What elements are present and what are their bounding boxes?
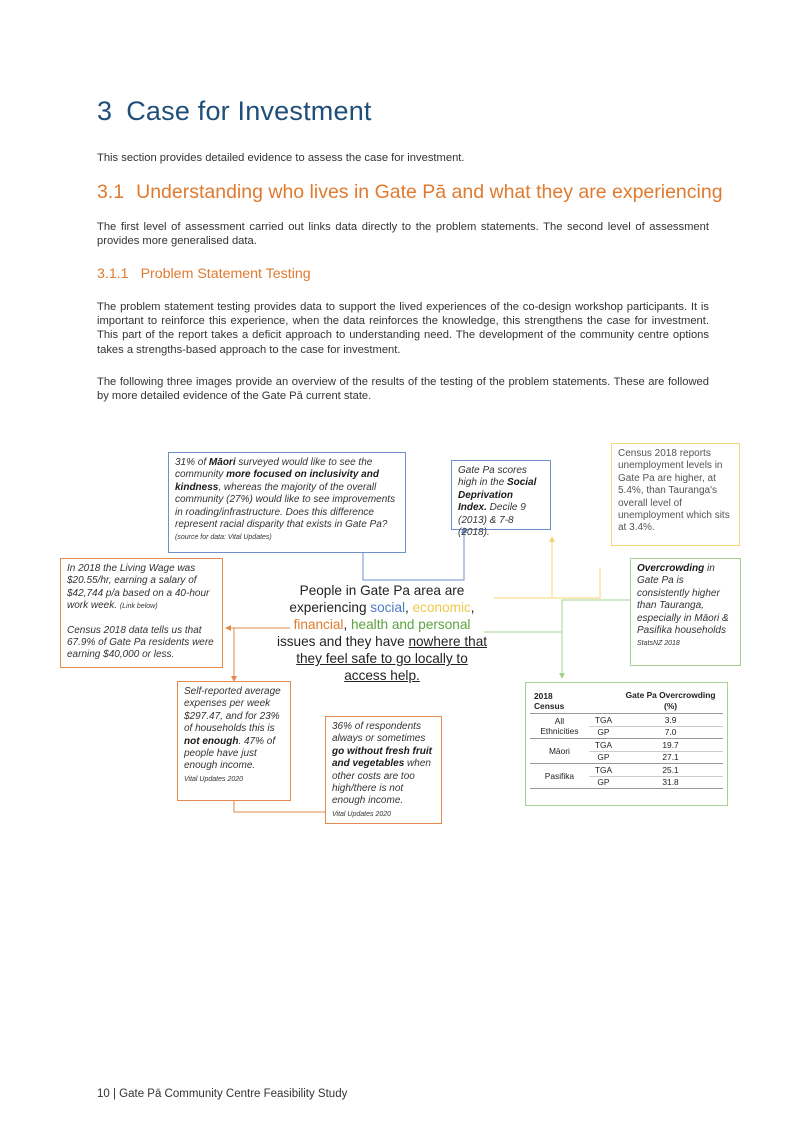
heading-title: Case for Investment <box>126 96 372 126</box>
table-row: All Ethnicities TGA 3.9 <box>530 713 723 736</box>
subsection-heading: 3.1.1 Problem Statement Testing <box>97 266 311 282</box>
box-text: , whereas the majority of the overall co… <box>175 481 396 531</box>
box-emphasis: Social Deprivation Index. <box>458 477 537 514</box>
page-heading: 3 Case for Investment <box>97 96 372 127</box>
table-header: 2018 Census <box>534 691 565 711</box>
maori-inclusivity-box: 31% of Māori surveyed would like to see … <box>168 452 406 553</box>
statement-underlined: nowhere that <box>408 634 488 649</box>
table-cell-value: 7.0 <box>664 727 677 738</box>
statement-text: issues and they have <box>276 634 409 649</box>
statement-economic: economic <box>412 600 471 615</box>
table-cell-group: Māori <box>548 746 570 756</box>
statement-line: experiencing social, economic, <box>262 599 502 616</box>
census-table-box: 2018 Census Gate Pa Overcrowding (%) All… <box>525 682 728 806</box>
statement-text: , <box>405 600 413 615</box>
statement-social: social <box>370 600 406 615</box>
statement-underlined: they feel safe to go locally to <box>296 651 468 666</box>
box-text: 36% of respondents always or sometimes <box>332 721 426 745</box>
table-cell-area: TGA <box>594 764 613 775</box>
table-cell-value: 19.7 <box>662 739 679 750</box>
box-link-note: (Link below) <box>119 603 158 611</box>
table-cell-value: 31.8 <box>662 777 679 788</box>
box-source: (source for data: Vital Updates) <box>175 534 272 542</box>
section-title: Understanding who lives in Gate Pā and w… <box>136 181 723 203</box>
statement-line: issues and they have nowhere that <box>262 633 502 650</box>
subsection-number: 3.1.1 <box>97 266 129 282</box>
table-cell-area: GP <box>597 727 610 738</box>
table-cell-group: Pasifika <box>544 771 575 781</box>
testing-paragraph: The problem statement testing provides d… <box>97 301 709 356</box>
box-emphasis: Māori <box>208 457 236 468</box>
statement-line: People in Gate Pa area are <box>299 583 465 598</box>
heading-number: 3 <box>97 96 113 126</box>
table-cell-area: GP <box>597 777 610 788</box>
box-text: In 2018 the Living Wage was $20.55/hr, e… <box>67 563 210 612</box>
statement-text: experiencing <box>289 600 371 615</box>
box-text: Census 2018 data tells us that 67.9% of … <box>67 624 214 661</box>
statement-text: , <box>470 600 475 615</box>
box-source: Vital Updates 2020 <box>184 775 244 783</box>
box-text: Gate Pa scores high in the <box>458 465 527 489</box>
box-emphasis: Overcrowding <box>637 563 705 574</box>
census-table: 2018 Census Gate Pa Overcrowding (%) All… <box>530 689 723 789</box>
box-text: in Gate Pa is consistently higher than T… <box>637 563 729 637</box>
table-cell-value: 3.9 <box>664 714 677 725</box>
levels-paragraph: The first level of assessment carried ou… <box>97 221 709 248</box>
box-text: Self-reported average expenses per week … <box>184 686 281 735</box>
table-row: GP 27.1 <box>530 751 723 764</box>
section-number: 3.1 <box>97 181 125 203</box>
table-cell-group: All Ethnicities <box>540 716 579 736</box>
table-row: GP 31.8 <box>530 776 723 789</box>
box-emphasis: not enough <box>184 735 239 747</box>
box-text: . 47% of people have just enough income. <box>184 735 276 772</box>
box-text: when other costs are too high/there is n… <box>332 758 431 807</box>
table-row: Māori TGA 19.7 <box>530 738 723 756</box>
table-cell-area: TGA <box>594 739 613 750</box>
intro-paragraph: This section provides detailed evidence … <box>97 152 465 164</box>
page-footer: 10 | Gate Pā Community Centre Feasibilit… <box>97 1088 348 1100</box>
subsection-title: Problem Statement Testing <box>140 266 311 282</box>
table-row: Pasifika TGA 25.1 <box>530 763 723 781</box>
box-text: surveyed would like to see the community <box>175 457 373 481</box>
statement-line: financial, health and personal <box>262 616 502 633</box>
box-emphasis: more focused on inclusivity and kindness <box>175 469 379 493</box>
box-emphasis: go without fresh fruit and vegetables <box>332 745 432 770</box>
box-text: 31% of <box>175 457 209 468</box>
table-cell-value: 27.1 <box>662 752 679 763</box>
table-cell-area: TGA <box>594 714 613 725</box>
food-insecurity-box: 36% of respondents always or sometimes g… <box>325 716 442 824</box>
table-row: GP 7.0 <box>530 726 723 739</box>
overcrowding-box: Overcrowding in Gate Pa is consistently … <box>630 558 741 666</box>
box-text: Decile 9 (2013) & 7-8 (2018). <box>458 502 526 539</box>
statement-text: , <box>343 617 351 632</box>
table-header: Gate Pa Overcrowding (%) <box>625 690 716 711</box>
table-cell-area: GP <box>597 752 610 763</box>
table-header-row: 2018 Census Gate Pa Overcrowding (%) <box>530 689 723 714</box>
box-source: StatsNZ 2018 <box>637 640 680 648</box>
central-statement: People in Gate Pa area are experiencing … <box>262 582 502 684</box>
statement-financial: financial <box>293 617 344 632</box>
section-heading: 3.1 Understanding who lives in Gate Pā an… <box>97 181 723 204</box>
images-paragraph: The following three images provide an ov… <box>97 376 709 403</box>
expenses-box: Self-reported average expenses per week … <box>177 681 291 801</box>
unemployment-box: Census 2018 reports unemployment levels … <box>611 443 740 546</box>
statement-health: health and personal <box>351 617 471 632</box>
statement-underlined: access help. <box>344 668 420 683</box>
living-wage-box: In 2018 the Living Wage was $20.55/hr, e… <box>60 558 223 668</box>
table-cell-value: 25.1 <box>662 764 679 775</box>
box-source: Vital Updates 2020 <box>332 810 392 818</box>
deprivation-index-box: Gate Pa scores high in the Social Depriv… <box>451 460 551 538</box>
